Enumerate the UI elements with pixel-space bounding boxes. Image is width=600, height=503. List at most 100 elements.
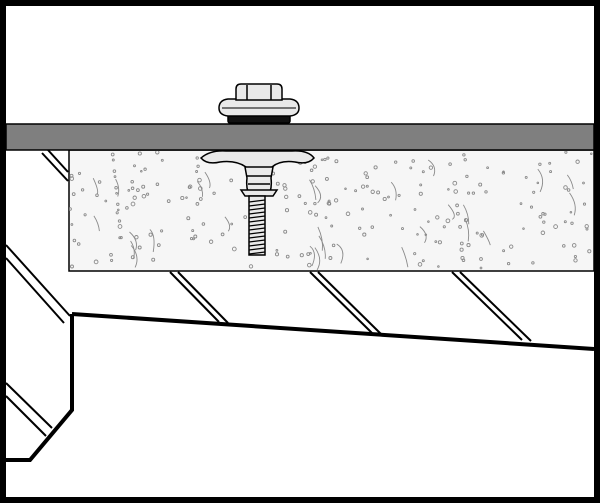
board-speckle [186, 216, 191, 221]
board-speckle [563, 185, 568, 190]
board-speckle [421, 170, 425, 174]
metal-roof-deck [5, 123, 595, 151]
board-speckle [462, 153, 466, 157]
board-speckle [509, 244, 514, 249]
board-speckle [133, 164, 136, 168]
board-speckle [69, 173, 74, 178]
board-speckle [478, 182, 483, 187]
board-speckle [201, 222, 206, 226]
board-speckle [475, 231, 479, 235]
board-speckle [196, 164, 200, 168]
board-speckle [151, 257, 156, 262]
board-speckle [373, 165, 378, 170]
board-texture-stroke [537, 168, 544, 193]
board-speckle [231, 246, 237, 252]
board-speckle [155, 182, 160, 186]
bolt-thread [248, 231, 266, 235]
board-speckle [409, 166, 413, 170]
board-speckle [427, 220, 430, 223]
sloped-support-beam [6, 312, 595, 462]
board-speckle [97, 180, 102, 184]
board-speckle [434, 240, 438, 243]
board-speckle [283, 229, 288, 234]
board-speckle [531, 261, 535, 265]
board-speckle [70, 264, 74, 269]
board-speckle [344, 187, 347, 191]
board-speckle [333, 198, 339, 203]
board-speckle [69, 176, 75, 181]
board-speckle [113, 175, 117, 178]
board-speckle [334, 159, 339, 164]
board-speckle [195, 156, 199, 160]
board-speckle [185, 196, 188, 199]
bolt-thread [248, 211, 266, 215]
left-truss-members [5, 244, 71, 437]
board-speckle [285, 254, 290, 259]
board-speckle [83, 213, 87, 217]
board-speckle [70, 223, 74, 226]
board-speckle [95, 193, 99, 197]
board-texture-stroke [569, 192, 576, 216]
board-speckle [284, 208, 290, 213]
cementitious-insulation-board [68, 149, 595, 272]
board-speckle [189, 237, 194, 241]
board-speckle [540, 230, 546, 236]
board-speckle [132, 195, 137, 200]
bolt-thread [248, 219, 266, 223]
board-speckle [506, 261, 511, 266]
board-speckle [524, 175, 528, 179]
board-speckle [358, 226, 362, 230]
board-speckle [275, 249, 279, 252]
board-speckle [421, 259, 425, 263]
board-speckle [370, 225, 375, 229]
board-speckle [229, 178, 234, 183]
board-texture-stroke [318, 235, 326, 259]
board-speckle [435, 215, 440, 220]
board-speckle [299, 253, 304, 258]
board-speckle [417, 262, 423, 267]
board-speckle [529, 205, 534, 209]
board-texture-stroke [93, 215, 100, 232]
board-speckle [76, 242, 81, 246]
board-speckle [549, 170, 553, 174]
board-speckle [195, 170, 199, 173]
board-speckle [459, 241, 464, 246]
board-speckle [117, 224, 123, 229]
board-speckle [148, 232, 153, 237]
board-speckle [573, 254, 577, 259]
board-speckle [466, 243, 471, 248]
bolt-thread [248, 243, 266, 247]
board-speckle [69, 207, 72, 211]
board-speckle [532, 190, 536, 194]
board-speckle [522, 227, 525, 230]
board-speckle [137, 245, 142, 250]
board-speckle [486, 166, 489, 170]
board-speckle [463, 158, 467, 162]
board-speckle [297, 194, 302, 198]
board-speckle [471, 191, 476, 195]
threaded-rod-icon [248, 195, 266, 256]
bolt-thread [248, 223, 266, 227]
board-speckle [428, 165, 434, 170]
board-speckle [141, 184, 146, 189]
board-speckle [479, 266, 483, 270]
board-speckle [130, 179, 134, 184]
board-speckle [411, 159, 415, 163]
board-speckle [208, 239, 214, 244]
board-speckle [452, 180, 458, 186]
board-speckle [563, 220, 567, 224]
board-speckle [575, 159, 580, 164]
board-speckle [569, 210, 573, 214]
board-speckle [111, 158, 115, 162]
board-speckle [127, 189, 131, 192]
board-speckle [382, 196, 387, 202]
board-speckle [562, 244, 566, 248]
board-speckle [117, 208, 120, 212]
board-speckle [117, 219, 122, 223]
board-speckle [326, 156, 330, 160]
board-speckle [324, 216, 328, 219]
board-texture-stroke [314, 247, 321, 271]
board-speckle [146, 192, 150, 196]
